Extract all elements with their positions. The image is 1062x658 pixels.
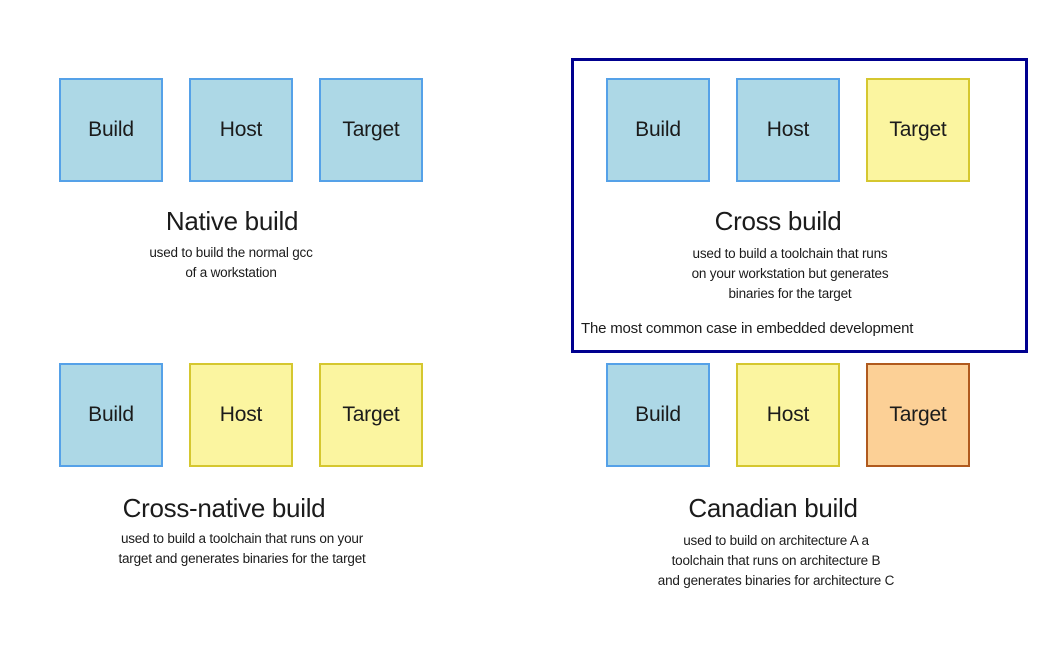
description-line: used to build the normal gcc: [149, 245, 313, 260]
native-build-title: Native build: [165, 206, 299, 236]
cross-native-host-box: Host: [189, 363, 293, 467]
cross-native-target-box: Target: [319, 363, 423, 467]
box-label: Host: [219, 403, 263, 426]
cross-build-title: Cross build: [714, 206, 842, 236]
box-label: Target: [889, 118, 947, 141]
cross-host-box: Host: [736, 78, 840, 182]
native-build-box: Build: [59, 78, 163, 182]
description-line: used to build on architecture A a: [683, 533, 869, 548]
box-label: Host: [219, 118, 263, 141]
cross-target-box: Target: [866, 78, 970, 182]
native-build-description: used to build the normal gcc of a workst…: [81, 243, 381, 283]
box-label: Build: [635, 403, 681, 426]
cross-native-build-description: used to build a toolchain that runs on y…: [72, 529, 412, 569]
native-target-box: Target: [319, 78, 423, 182]
box-label: Build: [88, 118, 134, 141]
cross-native-build-box: Build: [59, 363, 163, 467]
cross-native-build-title: Cross-native build: [122, 493, 326, 523]
description-line: on your workstation but generates: [691, 266, 889, 281]
box-label: Target: [889, 403, 947, 426]
box-label: Build: [88, 403, 134, 426]
description-line: toolchain that runs on architecture B: [671, 553, 881, 568]
cross-build-box: Build: [606, 78, 710, 182]
description-line: used to build a toolchain that runs on y…: [120, 531, 364, 546]
description-line: binaries for the target: [728, 286, 852, 301]
canadian-build-title: Canadian build: [688, 493, 858, 523]
box-label: Build: [635, 118, 681, 141]
canadian-target-box: Target: [866, 363, 970, 467]
cross-build-note: The most common case in embedded develop…: [581, 320, 914, 337]
cross-build-frame: [571, 58, 1028, 353]
canadian-host-box: Host: [736, 363, 840, 467]
cross-build-description: used to build a toolchain that runs on y…: [640, 244, 940, 304]
box-label: Host: [766, 403, 810, 426]
description-line: used to build a toolchain that runs: [692, 246, 888, 261]
description-line: target and generates binaries for the ta…: [118, 551, 366, 566]
box-label: Target: [342, 403, 400, 426]
canadian-build-box: Build: [606, 363, 710, 467]
native-host-box: Host: [189, 78, 293, 182]
canadian-build-description: used to build on architecture A a toolch…: [606, 531, 946, 591]
description-line: and generates binaries for architecture …: [657, 573, 895, 588]
box-label: Target: [342, 118, 400, 141]
description-line: of a workstation: [185, 265, 277, 280]
box-label: Host: [766, 118, 810, 141]
